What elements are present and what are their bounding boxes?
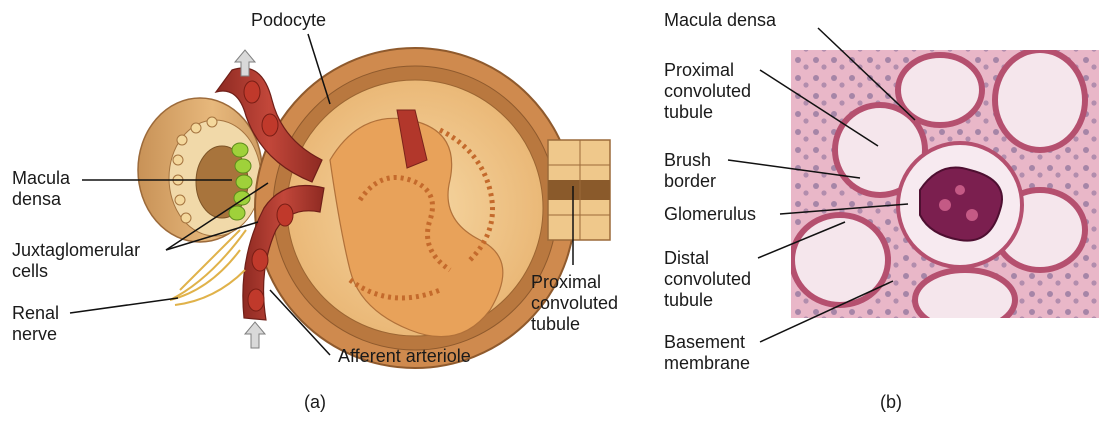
afferent-arteriole-label: Afferent arteriole [338, 346, 471, 367]
panel-a-illustration [70, 34, 610, 368]
juxtaglomerular-cells-label: Juxtaglomerular cells [12, 240, 140, 282]
macula-densa-label-a: Macula densa [12, 168, 70, 210]
flow-arrow-up-bottom [245, 322, 265, 348]
brush-border-label: Brush border [664, 150, 716, 192]
macula-densa-label-b: Macula densa [664, 10, 776, 31]
proximal-tubule-segment [548, 140, 610, 240]
distal-convoluted-tubule-label: Distal convoluted tubule [664, 248, 751, 311]
glomerulus-label: Glomerulus [664, 204, 756, 225]
panel-a-caption: (a) [304, 392, 326, 413]
podocyte-label: Podocyte [251, 10, 326, 31]
basement-membrane-label: Basement membrane [664, 332, 750, 374]
renal-nerve-label: Renal nerve [12, 303, 59, 345]
proximal-convoluted-tubule-label-a: Proximal convoluted tubule [531, 272, 618, 335]
proximal-convoluted-tubule-label-b: Proximal convoluted tubule [664, 60, 751, 123]
panel-b-caption: (b) [880, 392, 902, 413]
panel-b-micrograph [791, 50, 1099, 330]
